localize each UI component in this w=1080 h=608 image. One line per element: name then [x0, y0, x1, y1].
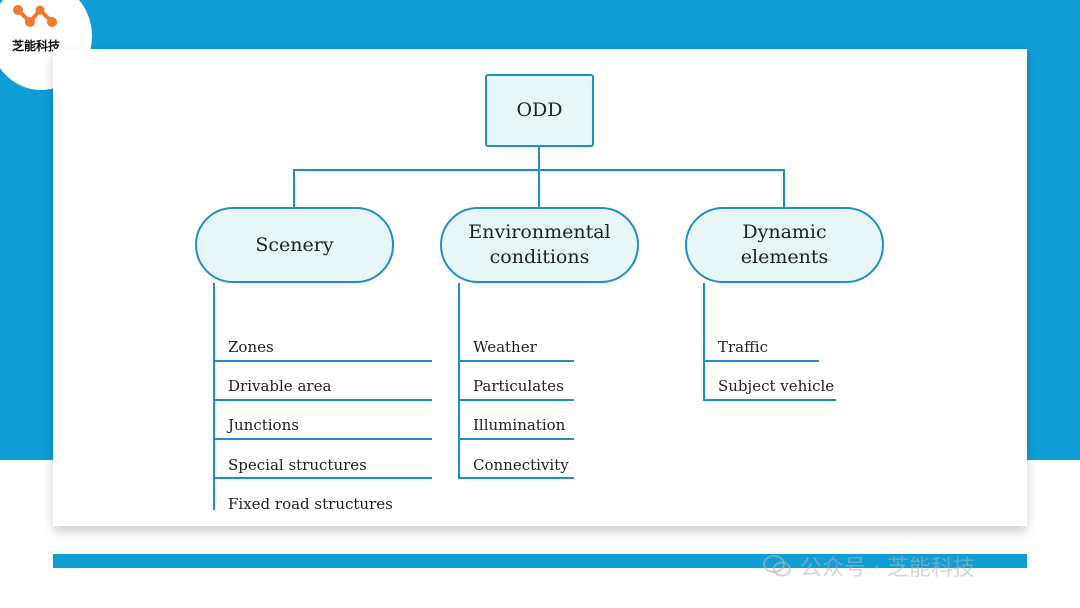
odd-root-node: ODD [485, 74, 594, 147]
list-item: Particulates [473, 377, 564, 395]
wechat-icon [763, 555, 791, 577]
branch-line-environmental [538, 169, 540, 207]
list-underline [458, 438, 574, 440]
list-item: Zones [228, 338, 274, 356]
watermark: 公众号 · 芝能科技 [762, 551, 975, 581]
environmental-vertical-line [458, 283, 460, 479]
list-item: Drivable area [228, 377, 332, 395]
odd-root-label: ODD [516, 99, 563, 121]
logo-text: 芝能科技 [11, 39, 60, 53]
list-underline [458, 399, 574, 401]
list-underline [213, 477, 432, 479]
list-item: Junctions [228, 416, 299, 434]
branch-line-dynamic [783, 169, 785, 207]
logo: 芝能科技 [0, 0, 92, 90]
list-underline [703, 399, 836, 401]
molecule-logo-icon [13, 5, 57, 27]
list-item: Subject vehicle [718, 377, 835, 395]
list-item: Connectivity [473, 456, 569, 474]
list-underline [458, 477, 574, 479]
list-item: Fixed road structures [228, 495, 393, 510]
category-label: Scenery [255, 233, 334, 256]
list-item: Weather [473, 338, 537, 356]
category-label: Dynamic elements [740, 221, 829, 268]
list-underline [213, 399, 432, 401]
dynamic-vertical-line [703, 283, 705, 401]
list-underline [213, 360, 432, 362]
scenery-vertical-line [213, 283, 215, 510]
list-underline [458, 360, 574, 362]
watermark-text: 公众号 · 芝能科技 [800, 556, 975, 581]
list-underline [213, 438, 432, 440]
category-node-environmental: Environmental conditions [440, 207, 639, 283]
list-item: Special structures [228, 456, 367, 474]
category-label: Environmental conditions [468, 221, 611, 268]
list-item: Illumination [473, 416, 566, 434]
category-node-dynamic: Dynamic elements [685, 207, 884, 283]
root-stem-line [538, 147, 540, 170]
list-item: Traffic [718, 338, 768, 356]
branch-line-scenery [293, 169, 295, 207]
list-underline [703, 360, 819, 362]
category-node-scenery: Scenery [195, 207, 394, 283]
